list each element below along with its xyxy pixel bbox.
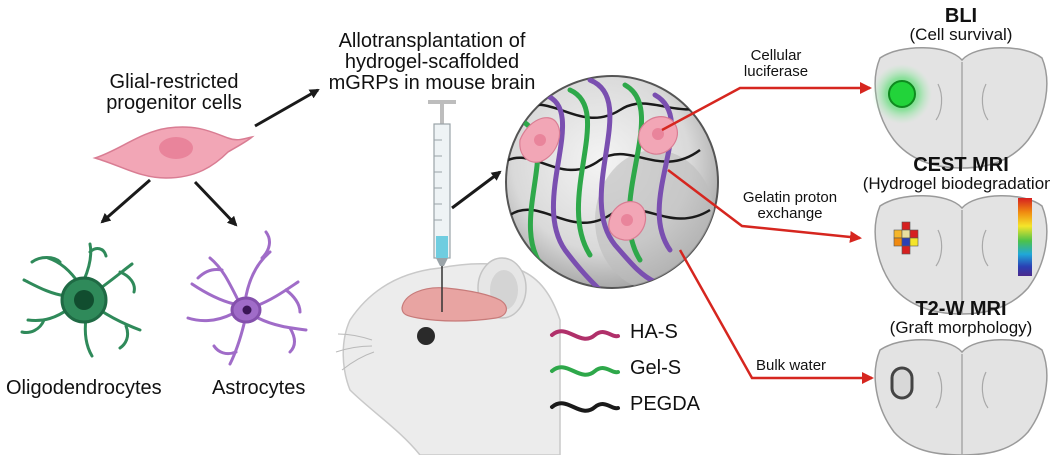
bli-brain-slice (872, 47, 1048, 169)
cest-brain-slice (874, 195, 1048, 315)
astrocytes-label: Astrocytes (212, 377, 306, 399)
arrow-bulk-water (678, 249, 874, 384)
cest-title: CEST MRI (913, 154, 1009, 176)
bulk-water-label: Bulk water (756, 357, 827, 374)
t2-brain-slice (874, 339, 1048, 455)
legend-label-pegda: PEGDA (630, 393, 701, 415)
oligodendrocyte-icon (20, 242, 142, 358)
bli-title: BLI (944, 5, 978, 27)
cest-colorbar (1018, 198, 1032, 276)
transplant-caption: Allotransplantation of hydrogel-scaffold… (328, 30, 536, 94)
graft-outline (890, 366, 914, 400)
astrocyte-icon (186, 230, 308, 366)
syringe-icon (428, 100, 456, 312)
t2-subtitle: (Graft morphology) (889, 318, 1033, 337)
oligodendrocytes-label: Oligodendrocytes (6, 377, 162, 399)
legend-swatch-gel-s (550, 365, 620, 377)
arrow-to-astrocytes (193, 180, 238, 227)
legend-label-ha-s: HA-S (630, 321, 678, 343)
arrow-to-hydrogel (451, 170, 502, 210)
luciferase-label: Cellular luciferase (743, 47, 809, 80)
arrow-gelatin (667, 169, 862, 243)
t2-title: T2-W MRI (915, 298, 1007, 320)
cest-voxels (893, 221, 919, 255)
arrow-to-oligodendrocytes (100, 178, 151, 224)
signal-arrows (661, 82, 874, 384)
progenitor-label: Glial-restricted progenitor cells (106, 71, 242, 114)
gelatin-label: Gelatin proton exchange (742, 189, 838, 222)
bli-subtitle: (Cell survival) (909, 25, 1013, 44)
progenitor-cell-icon (92, 126, 255, 179)
arrow-to-transplant (254, 88, 320, 128)
cest-subtitle: (Hydrogel biodegradation) (862, 174, 1050, 193)
mouse-icon (335, 257, 561, 455)
legend-label-gel-s: Gel-S (630, 357, 682, 379)
legend-swatch-pegda (550, 401, 620, 413)
legend-swatch-ha-s (550, 329, 620, 341)
arrow-luciferase (661, 82, 872, 132)
legend (550, 329, 620, 413)
